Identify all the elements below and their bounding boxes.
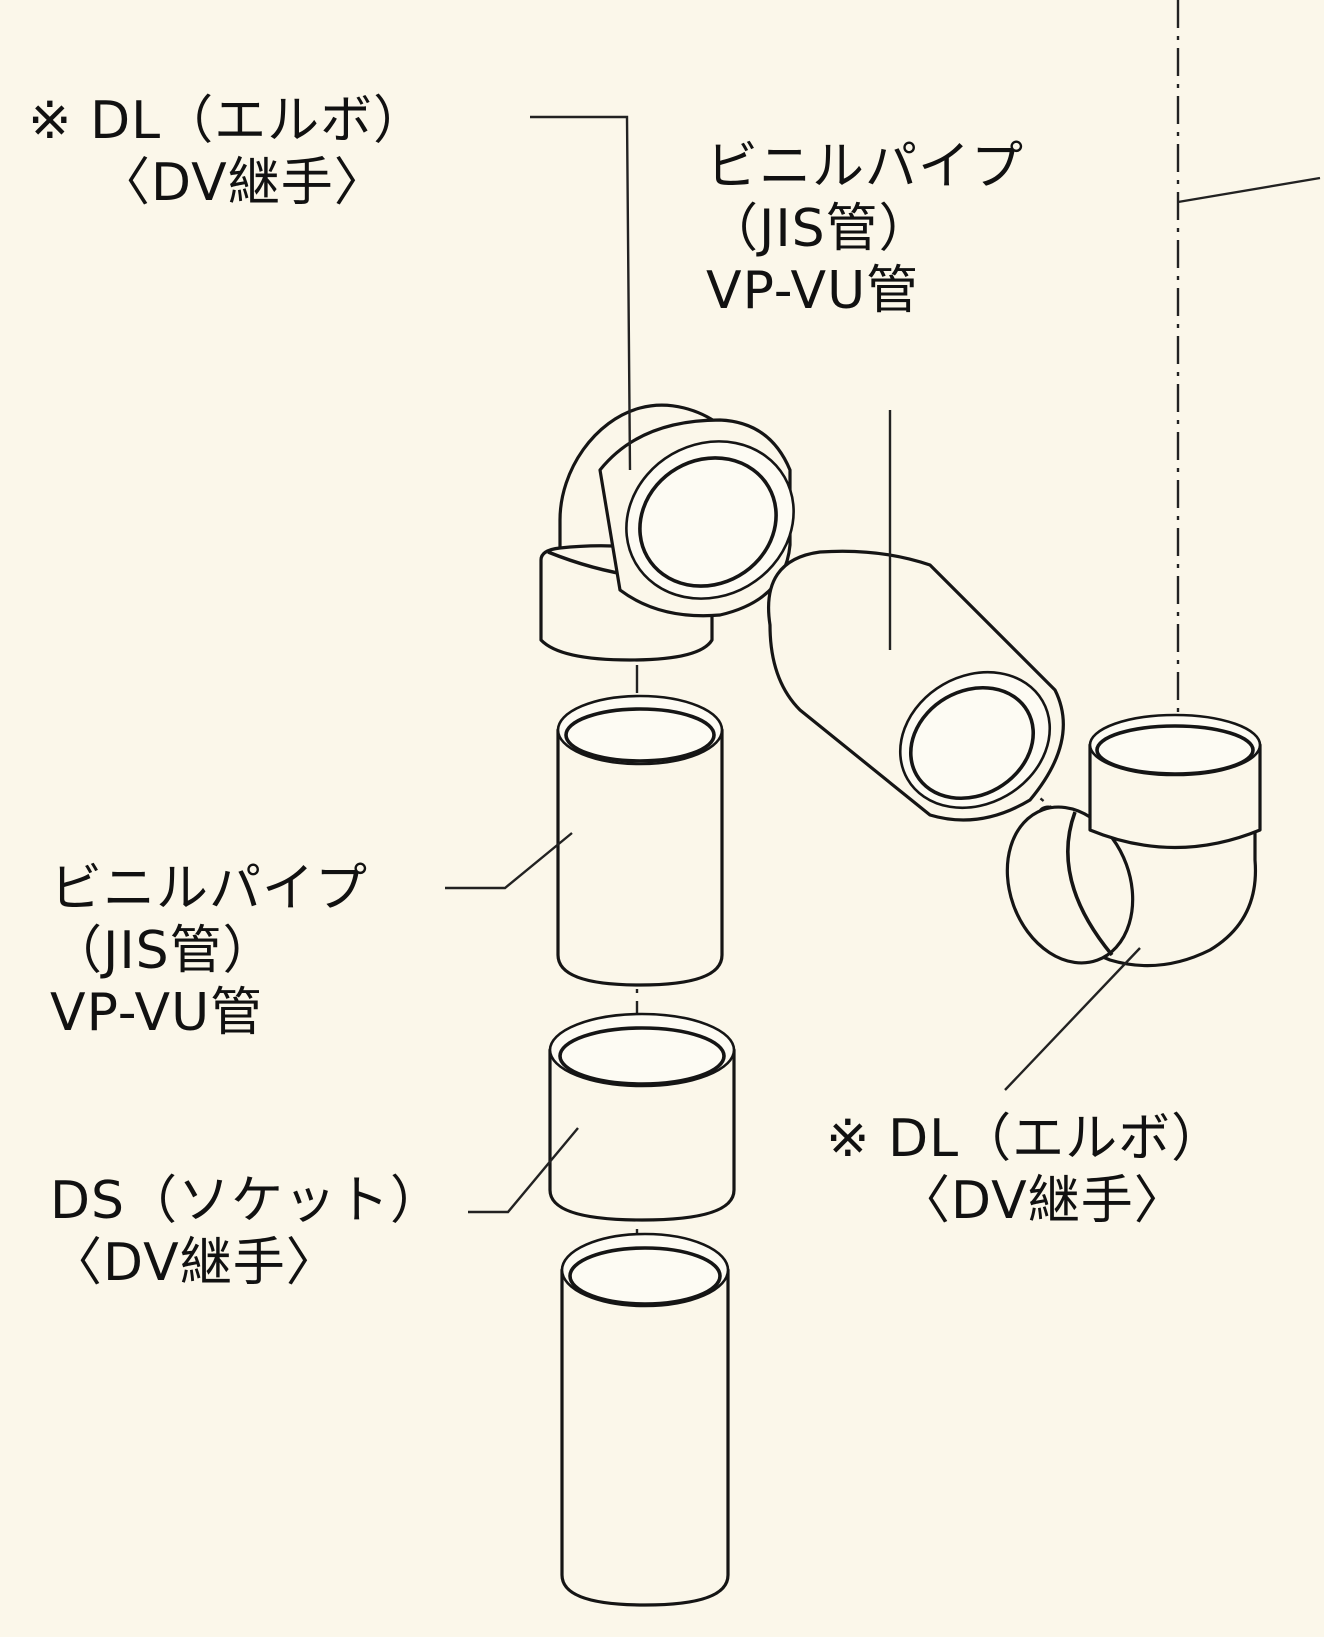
elbow-bottom-right-side-socket <box>1005 805 1135 965</box>
socket-ds-opening-rim <box>558 1026 726 1086</box>
pipe-diagonal <box>767 549 1065 822</box>
label-pipe-right: ビニルパイプ （JIS管） VP-VU管 <box>706 136 1024 322</box>
label-elbow-top-line1: ※ DL（エルボ） <box>28 91 427 151</box>
label-pipe-right-line3: VP-VU管 <box>706 261 920 321</box>
elbow-bottom-right-side-rim <box>1066 811 1114 957</box>
leader-pipe-left <box>445 832 573 890</box>
elbow-top-left-opening-rim <box>638 456 778 588</box>
label-pipe-left-line2: （JIS管） <box>50 921 276 981</box>
elbow-bottom-right <box>1005 713 1262 968</box>
label-pipe-left-line3: VP-VU管 <box>50 983 264 1043</box>
pipe-diagonal-opening-rim <box>908 685 1036 801</box>
leader-socket <box>468 1127 579 1214</box>
pipe-vertical-lower-body <box>560 1268 730 1607</box>
leader-elbow-bottom <box>1004 947 1141 1091</box>
label-pipe-right-line1: ビニルパイプ <box>706 137 1025 197</box>
pipe-vertical-upper-opening-rim <box>564 707 716 763</box>
label-socket-line1: DS（ソケット） <box>50 1171 444 1231</box>
label-socket: DS（ソケット） 〈DV継手〉 <box>50 1170 443 1294</box>
label-pipe-right-line2: （JIS管） <box>706 199 932 259</box>
label-elbow-bottom: ※ DL（エルボ） 〈DV継手〉 <box>826 1108 1224 1232</box>
pipe-vertical-upper-opening <box>556 694 724 766</box>
label-elbow-bottom-line2: 〈DV継手〉 <box>898 1171 1187 1231</box>
label-elbow-bottom-line1: ※ DL（エルボ） <box>826 1109 1225 1169</box>
pipe-vertical-lower <box>560 1232 730 1607</box>
label-elbow-top: ※ DL（エルボ） 〈DV継手〉 <box>28 90 426 214</box>
pipe-vertical-upper-body <box>556 728 724 987</box>
label-pipe-left-line1: ビニルパイプ <box>50 859 369 919</box>
leader-elbow-top <box>530 115 632 471</box>
socket-ds <box>548 1012 736 1222</box>
elbow-bottom-right-opening-rim <box>1095 724 1255 776</box>
label-pipe-left: ビニルパイプ （JIS管） VP-VU管 <box>50 858 368 1044</box>
label-socket-line2: 〈DV継手〉 <box>50 1233 339 1293</box>
label-elbow-top-line2: 〈DV継手〉 <box>98 153 387 213</box>
axis-right-tick <box>1177 176 1321 204</box>
leader-lines <box>445 115 1141 1214</box>
socket-ds-body <box>548 1048 736 1222</box>
pipe-vertical-lower-opening-rim <box>568 1246 722 1306</box>
pipe-diagonal-opening <box>898 670 1052 810</box>
elbow-top-left <box>539 403 795 662</box>
elbow-top-left-opening <box>625 440 795 600</box>
pipe-vertical-upper <box>556 694 724 987</box>
